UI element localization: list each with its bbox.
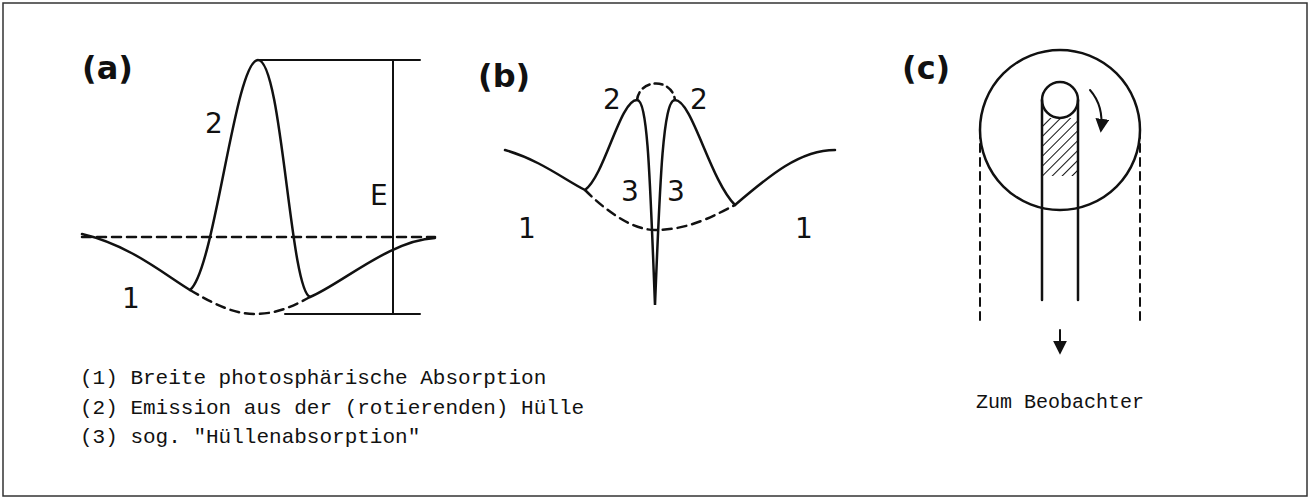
shell-projection <box>980 130 1140 320</box>
callout-number: 1 <box>518 215 536 243</box>
legend-note: (2) Emission aus der (rotierenden) Hülle <box>80 398 584 419</box>
callout-number: 2 <box>603 86 621 114</box>
shell-circle <box>980 50 1140 210</box>
emission-continuation <box>637 84 675 101</box>
callout-number: 1 <box>122 285 140 313</box>
callout-number: 2 <box>205 110 223 138</box>
shell-profile <box>505 100 835 305</box>
height-bracket <box>258 60 420 314</box>
hatched-column <box>1042 118 1078 176</box>
star-disk <box>1042 82 1078 118</box>
frame <box>3 3 1307 496</box>
sight-column <box>1042 100 1078 300</box>
observer-label: Zum Beobachter <box>976 393 1144 413</box>
observer-arrow <box>1059 330 1061 352</box>
panel-letter: (a) <box>82 52 133 84</box>
continuum-line <box>82 236 435 239</box>
callout-number: 3 <box>621 178 639 206</box>
dimension-label: E <box>368 182 390 210</box>
absorption-continuation <box>190 290 310 314</box>
callout-number: 1 <box>795 215 813 243</box>
panel-letter: (c) <box>902 52 950 84</box>
callout-number: 3 <box>667 178 685 206</box>
rotation-arrow <box>1090 90 1102 130</box>
callout-number: 2 <box>690 86 708 114</box>
legend-note: (1) Breite photosphärische Absorption <box>80 368 546 389</box>
legend-note: (3) sog. "Hüllenabsorption" <box>80 427 420 448</box>
emission-profile <box>82 60 435 297</box>
panel-letter: (b) <box>478 60 530 92</box>
